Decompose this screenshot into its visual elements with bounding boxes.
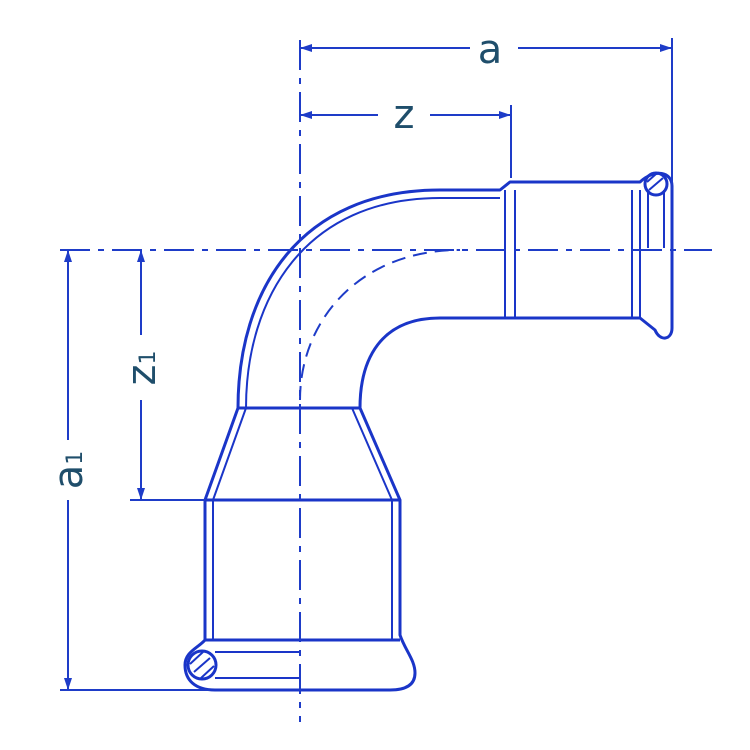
center-lines (60, 40, 712, 722)
inner-bottom-wall (212, 407, 393, 640)
dim-a1-label: a1 (46, 451, 92, 490)
o-ring-bottom-hatch-3 (200, 665, 215, 679)
inner-bend-contour (245, 197, 500, 409)
dim-z1-label: z1 (119, 351, 165, 386)
o-ring-bottom (186, 649, 218, 681)
o-ring-bottom-hatch-2 (189, 651, 204, 665)
inner-right-wall (504, 190, 641, 318)
dim-z-label: z (394, 92, 415, 138)
outer-bend-contour (183, 171, 674, 692)
bend-center-arc (299, 249, 461, 401)
dimension-lines (60, 38, 673, 691)
o-ring-right-hatch (648, 177, 664, 191)
dim-a-label: a (478, 27, 503, 73)
o-ring-right-hatch-2 (646, 173, 657, 183)
o-ring-bottom-hatch (193, 657, 211, 673)
o-ring-right (643, 171, 669, 197)
